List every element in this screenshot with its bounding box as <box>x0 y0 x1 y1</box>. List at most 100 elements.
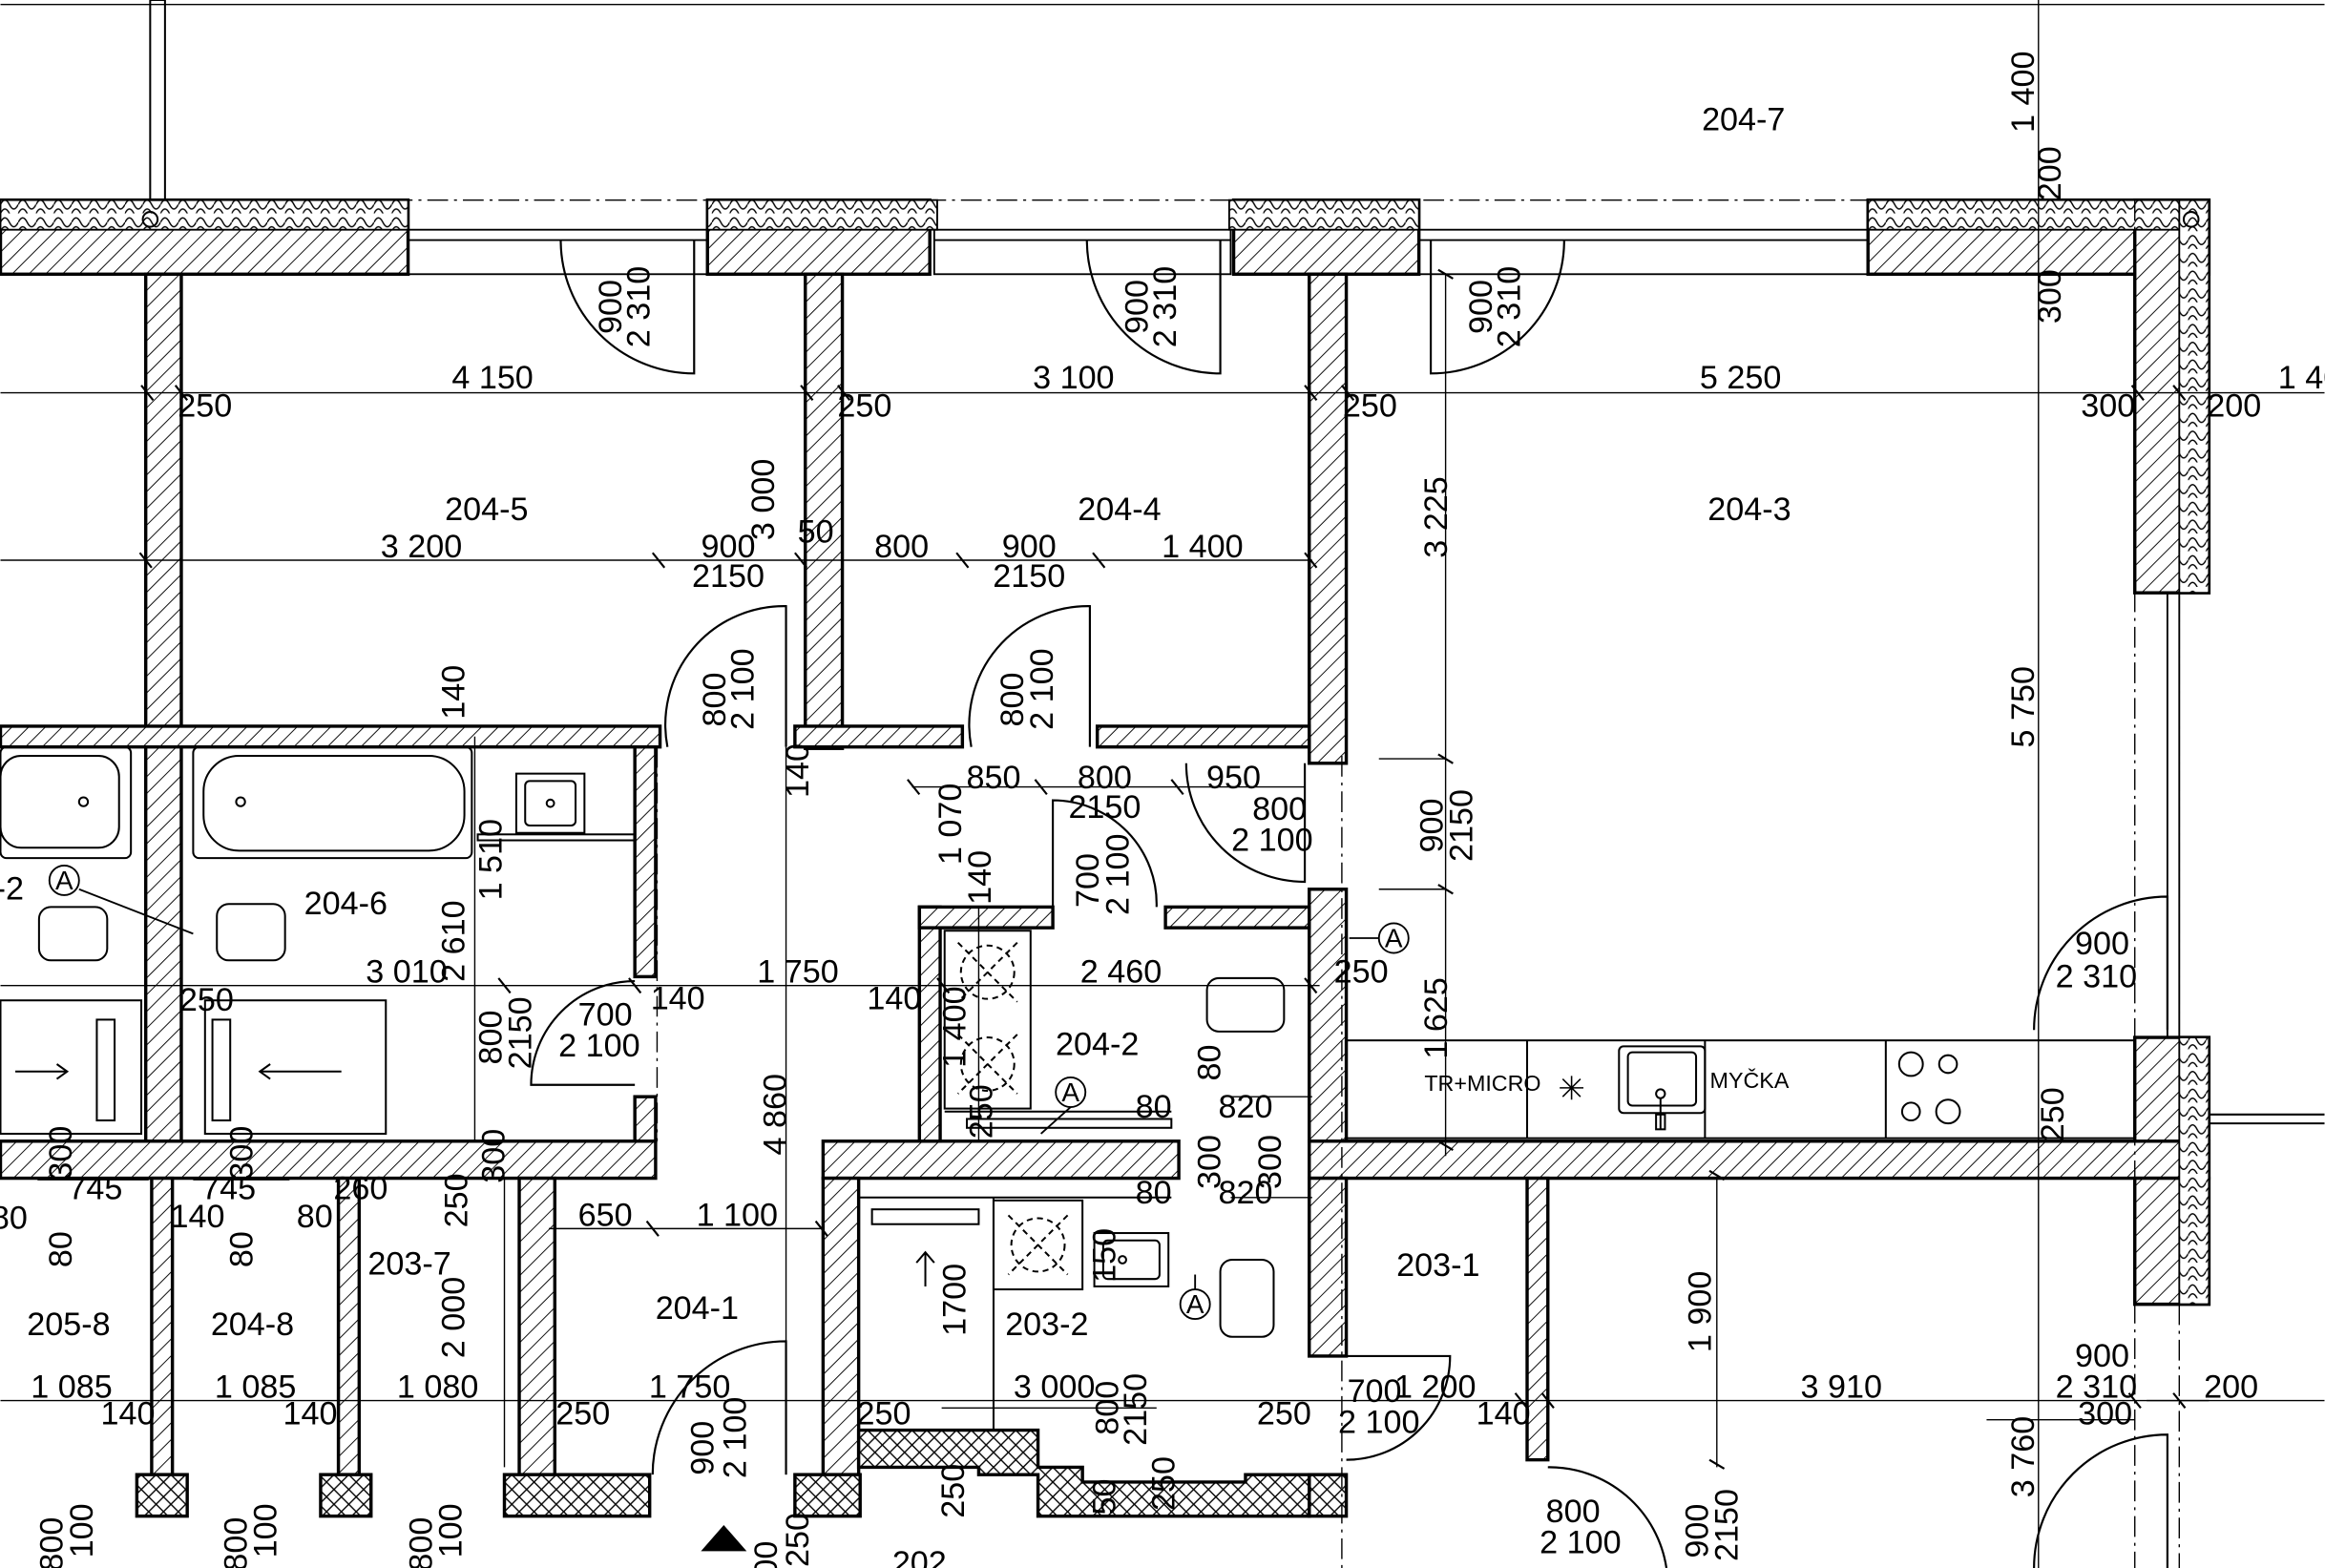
dimension-value: 2 100 <box>718 1397 754 1478</box>
dimension-value: 650 <box>578 1197 633 1233</box>
dimension-value: 2 610 <box>436 900 472 981</box>
wall-segment <box>1308 1473 1349 1518</box>
wall-segment <box>1163 905 1311 930</box>
dimension-value: 1 900 <box>1683 1271 1719 1352</box>
dimension-value: 250 <box>178 387 232 424</box>
dimension-value: 140 <box>780 743 816 798</box>
dimension-value: 745 <box>201 1170 256 1206</box>
cooktop-burner <box>1935 1098 1961 1125</box>
wall-segment <box>0 1139 658 1181</box>
dimension-value: 250 <box>857 1395 911 1432</box>
dimension-value: 800 <box>34 1517 71 1568</box>
dimension-value: 900 <box>1414 798 1451 852</box>
wall-segment <box>633 744 658 979</box>
dimension-value: 820 <box>1218 1175 1272 1211</box>
dimension-value: 250 <box>935 1464 972 1518</box>
door-swing <box>968 605 1091 747</box>
section-tag: A <box>1061 1077 1079 1107</box>
dimension-value: 800 <box>1252 791 1307 827</box>
room-label: 205-8 <box>27 1307 110 1343</box>
dimension-value: 700 <box>1070 853 1106 908</box>
dimension-value: 140 <box>283 1395 338 1432</box>
dimension-value: 2 000 <box>436 1277 472 1358</box>
dimension-value: 2150 <box>502 996 538 1069</box>
dimension-value: 2 310 <box>1491 266 1527 347</box>
room-label: 203-2 <box>1005 1307 1088 1343</box>
dimension-value: 2150 <box>1118 1373 1154 1446</box>
wall-segment <box>633 1095 658 1143</box>
door-swing <box>651 1340 787 1475</box>
dimension-value: 900 <box>593 280 629 334</box>
wall-segment <box>319 1473 373 1518</box>
window-frame <box>1417 228 1870 276</box>
insulation <box>0 199 2210 1306</box>
door-swing <box>2033 895 2168 1031</box>
dimension-value: 1 400 <box>936 986 973 1067</box>
dimension-value: 1700 <box>936 1264 973 1336</box>
insulation-strip <box>2178 1036 2210 1306</box>
dimension-value: 1 085 <box>31 1369 112 1405</box>
cooktop-burner <box>1938 1054 1958 1075</box>
dimension-value: 950 <box>1206 760 1261 796</box>
dimension-value: 250 <box>1145 1456 1182 1511</box>
dimension-value: 00 <box>748 1541 785 1568</box>
dimension-value: 3 225 <box>1418 476 1455 557</box>
dimension-value: 300 <box>224 1126 261 1181</box>
wall-segment <box>804 272 845 750</box>
door-swing <box>1346 1354 1452 1461</box>
dimension-value: 300 <box>475 1129 512 1183</box>
dimension-value: 2150 <box>1444 789 1480 862</box>
cooktop-burner <box>1897 1051 1924 1077</box>
dimension-value: 250 <box>2035 1087 2071 1141</box>
dimension-value: 800 <box>218 1517 254 1568</box>
dimension-value: 200 <box>2032 146 2068 200</box>
toilet <box>1205 976 1286 1033</box>
room-label: 202 <box>892 1545 947 1568</box>
dimension-value: 2 460 <box>1080 954 1162 991</box>
wall-segment <box>502 1473 652 1518</box>
dimension-value: 900 <box>701 529 755 565</box>
dimension-value: 140 <box>651 981 705 1017</box>
washbasin <box>1093 1232 1170 1287</box>
dimension-ticks <box>138 268 2187 1470</box>
windows <box>407 228 2181 1038</box>
dimension-value: 3 000 <box>1014 1369 1095 1405</box>
dimension-value: 800 <box>874 529 929 565</box>
dimension-value: 250 <box>1257 1395 1311 1432</box>
dimension-value: 50 <box>798 513 834 550</box>
dimension-value: 250 <box>780 1513 816 1567</box>
wall-segment <box>1308 1176 1349 1358</box>
wall-segment <box>1525 1176 1550 1462</box>
door-swing <box>1429 240 1565 375</box>
shower-tray <box>0 999 143 1136</box>
dimension-value: 2 310 <box>2056 1369 2137 1405</box>
door-swing <box>1051 799 1158 908</box>
dimension-value: 250 <box>439 1173 475 1227</box>
dimension-value: 1 100 <box>697 1197 778 1233</box>
room-label: 203-1 <box>1396 1247 1479 1284</box>
dimension-value: 1 750 <box>649 1369 730 1405</box>
dimension-value: 2150 <box>1709 1489 1746 1561</box>
dimension-value: 900 <box>2075 926 2129 962</box>
wall-segment <box>1308 1139 2211 1181</box>
dimension-value: 900 <box>1463 280 1499 334</box>
dimension-value: 900 <box>1002 529 1057 565</box>
dimension-value: 80 <box>1136 1175 1172 1211</box>
dimension-value: 80 <box>297 1199 333 1235</box>
dimension-value: 2 100 <box>64 1503 100 1568</box>
door-swing <box>2033 1433 2168 1568</box>
dimension-value: 2 100 <box>432 1503 469 1568</box>
dimension-value: 300 <box>2032 269 2068 324</box>
dimension-value: 80 <box>1136 1089 1172 1125</box>
wall-segment <box>821 1176 861 1476</box>
dimension-value: 1 070 <box>932 784 969 865</box>
dimension-value: 250 <box>1343 387 1397 424</box>
room-label: 204-7 <box>1702 102 1785 138</box>
kitchen-sink <box>1618 1045 1707 1115</box>
room-label: -2 <box>0 871 24 908</box>
dimension-value: 3 200 <box>381 529 462 565</box>
dimension-value: 3 760 <box>2005 1416 2042 1497</box>
door-swing <box>1085 240 1222 375</box>
section-markers <box>48 864 1410 1321</box>
